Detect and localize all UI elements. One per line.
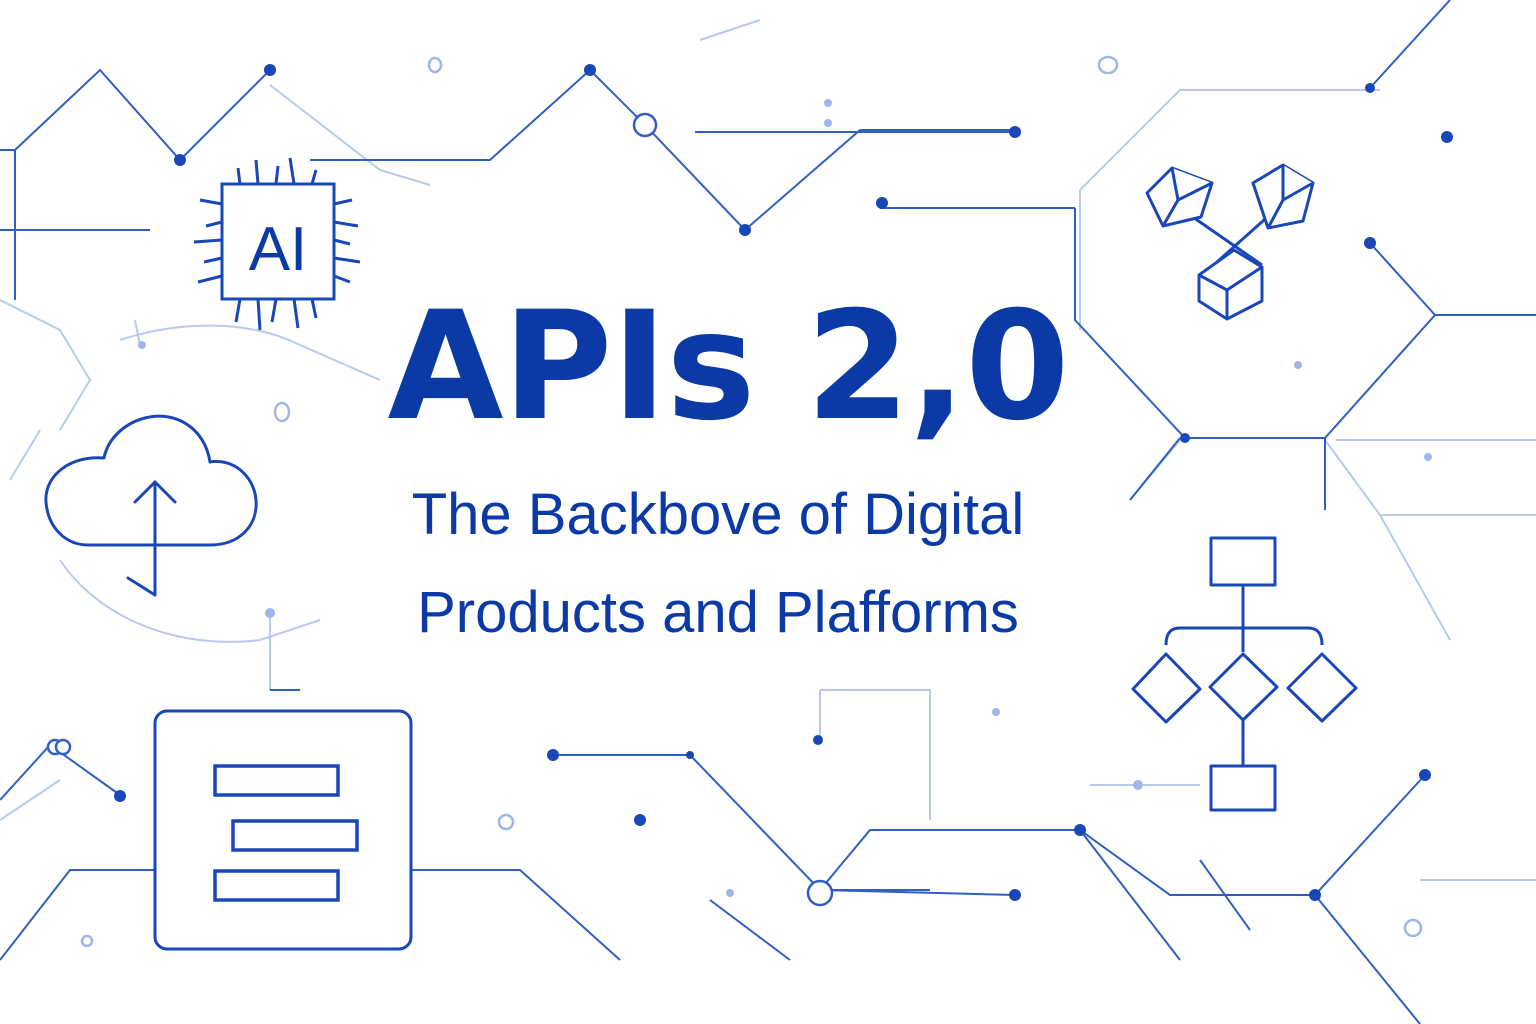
network-nodes [114,64,1453,901]
subtitle-line-1: The Backbove of Digital [411,482,1025,547]
ring-nodes [46,112,834,907]
cloud-upload-icon [44,414,258,597]
ai-chip-icon [193,157,361,331]
faint-network-lines [0,19,1536,881]
faint-nodes [138,99,1432,897]
page-title: APIs 2,0 [387,280,1069,454]
flowchart-icon [1131,536,1358,812]
ai-chip-label: AI [249,215,308,284]
subtitle-line-2: Products and Plafforms [417,580,1019,645]
cubes-network-icon [1145,163,1315,321]
faint-ring-nodes [80,55,1423,948]
server-list-icon [153,709,413,951]
